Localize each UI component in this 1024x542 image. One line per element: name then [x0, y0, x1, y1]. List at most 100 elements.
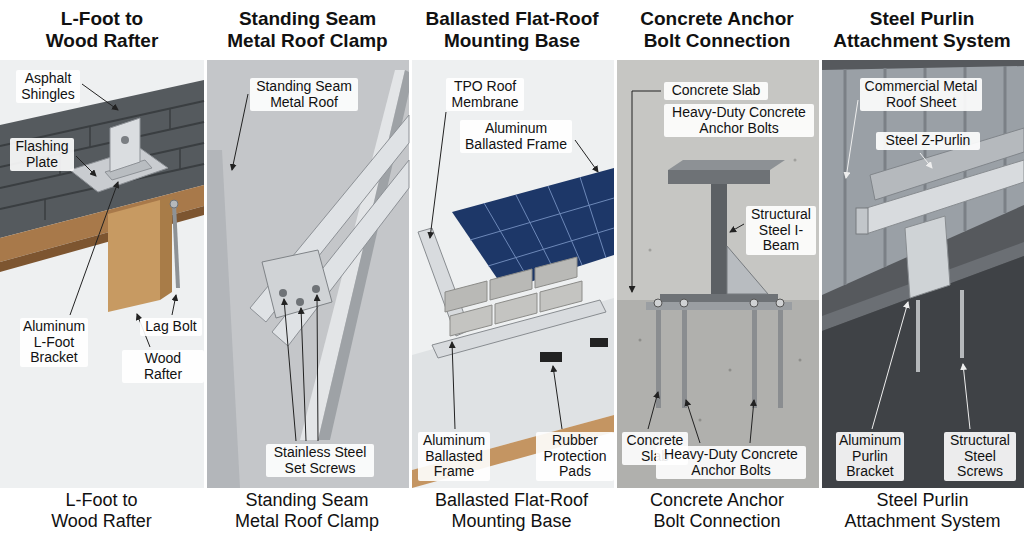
anchor-nut: [680, 299, 688, 307]
rail-end-cap: [856, 208, 868, 234]
leader-line: [430, 112, 446, 238]
leader-line: [553, 366, 562, 429]
ballast-block: [490, 269, 532, 300]
leader-line: [76, 156, 96, 176]
panel-caption: Steel Purlin Attachment System: [835, 490, 1010, 531]
l-foot-bracket: [110, 118, 140, 172]
callout-label: Structural Steel Screws: [944, 432, 1016, 481]
leader-line: [872, 302, 908, 429]
mounting-rail: [272, 160, 409, 346]
concrete-speckle: [639, 339, 642, 342]
cell-grid: [470, 198, 614, 240]
roof-pan-fold: [207, 150, 240, 488]
shingle-tab: [44, 199, 46, 220]
slab-top-surface: [617, 60, 819, 300]
anchor-bolt: [778, 310, 783, 408]
callout-label: Heavy-Duty Concrete Anchor Bolts: [656, 446, 806, 479]
panel-title: Standing Seam Metal Roof Clamp: [220, 8, 395, 52]
set-screw: [296, 298, 304, 306]
leader-line: [648, 392, 658, 429]
callout-label: Wood Rafter: [122, 350, 204, 383]
cell-grid: [488, 228, 614, 266]
solar-panel: [452, 168, 614, 290]
panel-background: [0, 60, 204, 488]
callout-label: TPO Roof Membrane: [446, 78, 524, 111]
panel-title: Concrete Anchor Bolt Connection: [627, 8, 807, 52]
lag-bolt-head: [170, 200, 178, 208]
leader-line: [317, 295, 318, 441]
leader-line: [686, 400, 700, 443]
concrete-speckle: [699, 419, 702, 422]
panel-caption: L-Foot to Wood Rafter: [44, 490, 159, 531]
panel-title: L-Foot to Wood Rafter: [42, 8, 162, 52]
rubber-pad: [590, 338, 608, 347]
concrete-speckle: [799, 359, 802, 362]
callout-label: Asphalt Shingles: [16, 70, 80, 103]
leader-line: [70, 182, 118, 315]
callout-label: Standing Seam Metal Roof: [250, 78, 358, 111]
leader-line: [452, 342, 455, 429]
leader-line: [730, 224, 744, 232]
panel-caption: Ballasted Flat-Roof Mounting Base: [424, 490, 599, 531]
panel-title: Steel Purlin Attachment System: [827, 8, 1017, 52]
concrete-slab: [617, 300, 819, 488]
lag-bolt: [174, 204, 178, 288]
anchor-bolt: [656, 310, 661, 408]
concrete-speckle: [794, 159, 797, 162]
leader-line: [963, 364, 970, 429]
purlin-bracket: [905, 216, 950, 298]
callout-label: Aluminum L-Foot Bracket: [20, 318, 88, 367]
set-screw: [312, 285, 320, 293]
callout-label: Steel Z-Purlin: [876, 132, 980, 150]
bolt-hole: [121, 136, 129, 144]
callout-label: Heavy-Duty Concrete Anchor Bolts: [664, 104, 814, 137]
ballast-frame-rail: [432, 300, 606, 358]
anchor-bolt: [752, 310, 757, 408]
leader-line: [846, 100, 858, 178]
ballast-block: [535, 257, 577, 288]
callout-label: Aluminum Ballasted Frame: [460, 120, 572, 153]
cell-grid: [516, 195, 556, 274]
i-beam-flange: [660, 294, 778, 302]
concrete-speckle: [649, 249, 652, 252]
panel-title: Ballasted Flat-Roof Mounting Base: [412, 8, 612, 52]
callout-label: Aluminum Ballasted Frame: [418, 432, 490, 481]
leader-line: [301, 308, 306, 441]
anchor-nut: [654, 299, 662, 307]
callout-label: Structural Steel I-Beam: [746, 206, 816, 255]
seam-clamp: [262, 250, 332, 318]
leader-line: [82, 84, 118, 110]
anchor-nut: [750, 299, 758, 307]
callout-label: Aluminum Purlin Bracket: [836, 432, 904, 481]
concrete-speckle: [729, 369, 732, 372]
leader-line: [575, 140, 598, 172]
steel-screw: [960, 290, 964, 358]
leader-line: [232, 94, 248, 170]
leader-line: [750, 400, 754, 443]
i-beam-flange: [668, 170, 770, 184]
i-beam-flange-top: [668, 160, 785, 170]
leader-line: [920, 153, 932, 168]
callout-label: Commercial Metal Roof Sheet: [860, 78, 982, 111]
i-beam-web: [711, 184, 727, 294]
callout-label: Concrete Slab: [664, 82, 768, 100]
shingle-tab: [89, 126, 91, 147]
anchor-nut: [776, 299, 784, 307]
rubber-pad: [540, 352, 562, 362]
cell-grid: [548, 186, 582, 265]
panel-background: [822, 60, 1024, 488]
steel-screw: [916, 300, 920, 372]
callout-label: Lag Bolt: [140, 318, 202, 336]
leader-line: [172, 295, 176, 315]
base-plate: [646, 302, 792, 310]
ballast-block: [445, 281, 487, 312]
panel-background: [412, 60, 614, 488]
standing-seam-shadow: [318, 70, 409, 440]
panel-caption: Concrete Anchor Bolt Connection: [637, 490, 797, 531]
set-screw: [279, 289, 287, 297]
wood-rafter-side: [160, 196, 172, 300]
wood-rafter: [108, 200, 160, 312]
callout-label: Rubber Protection Pads: [536, 432, 614, 481]
panel-caption: Standing Seam Metal Roof Clamp: [227, 490, 387, 531]
